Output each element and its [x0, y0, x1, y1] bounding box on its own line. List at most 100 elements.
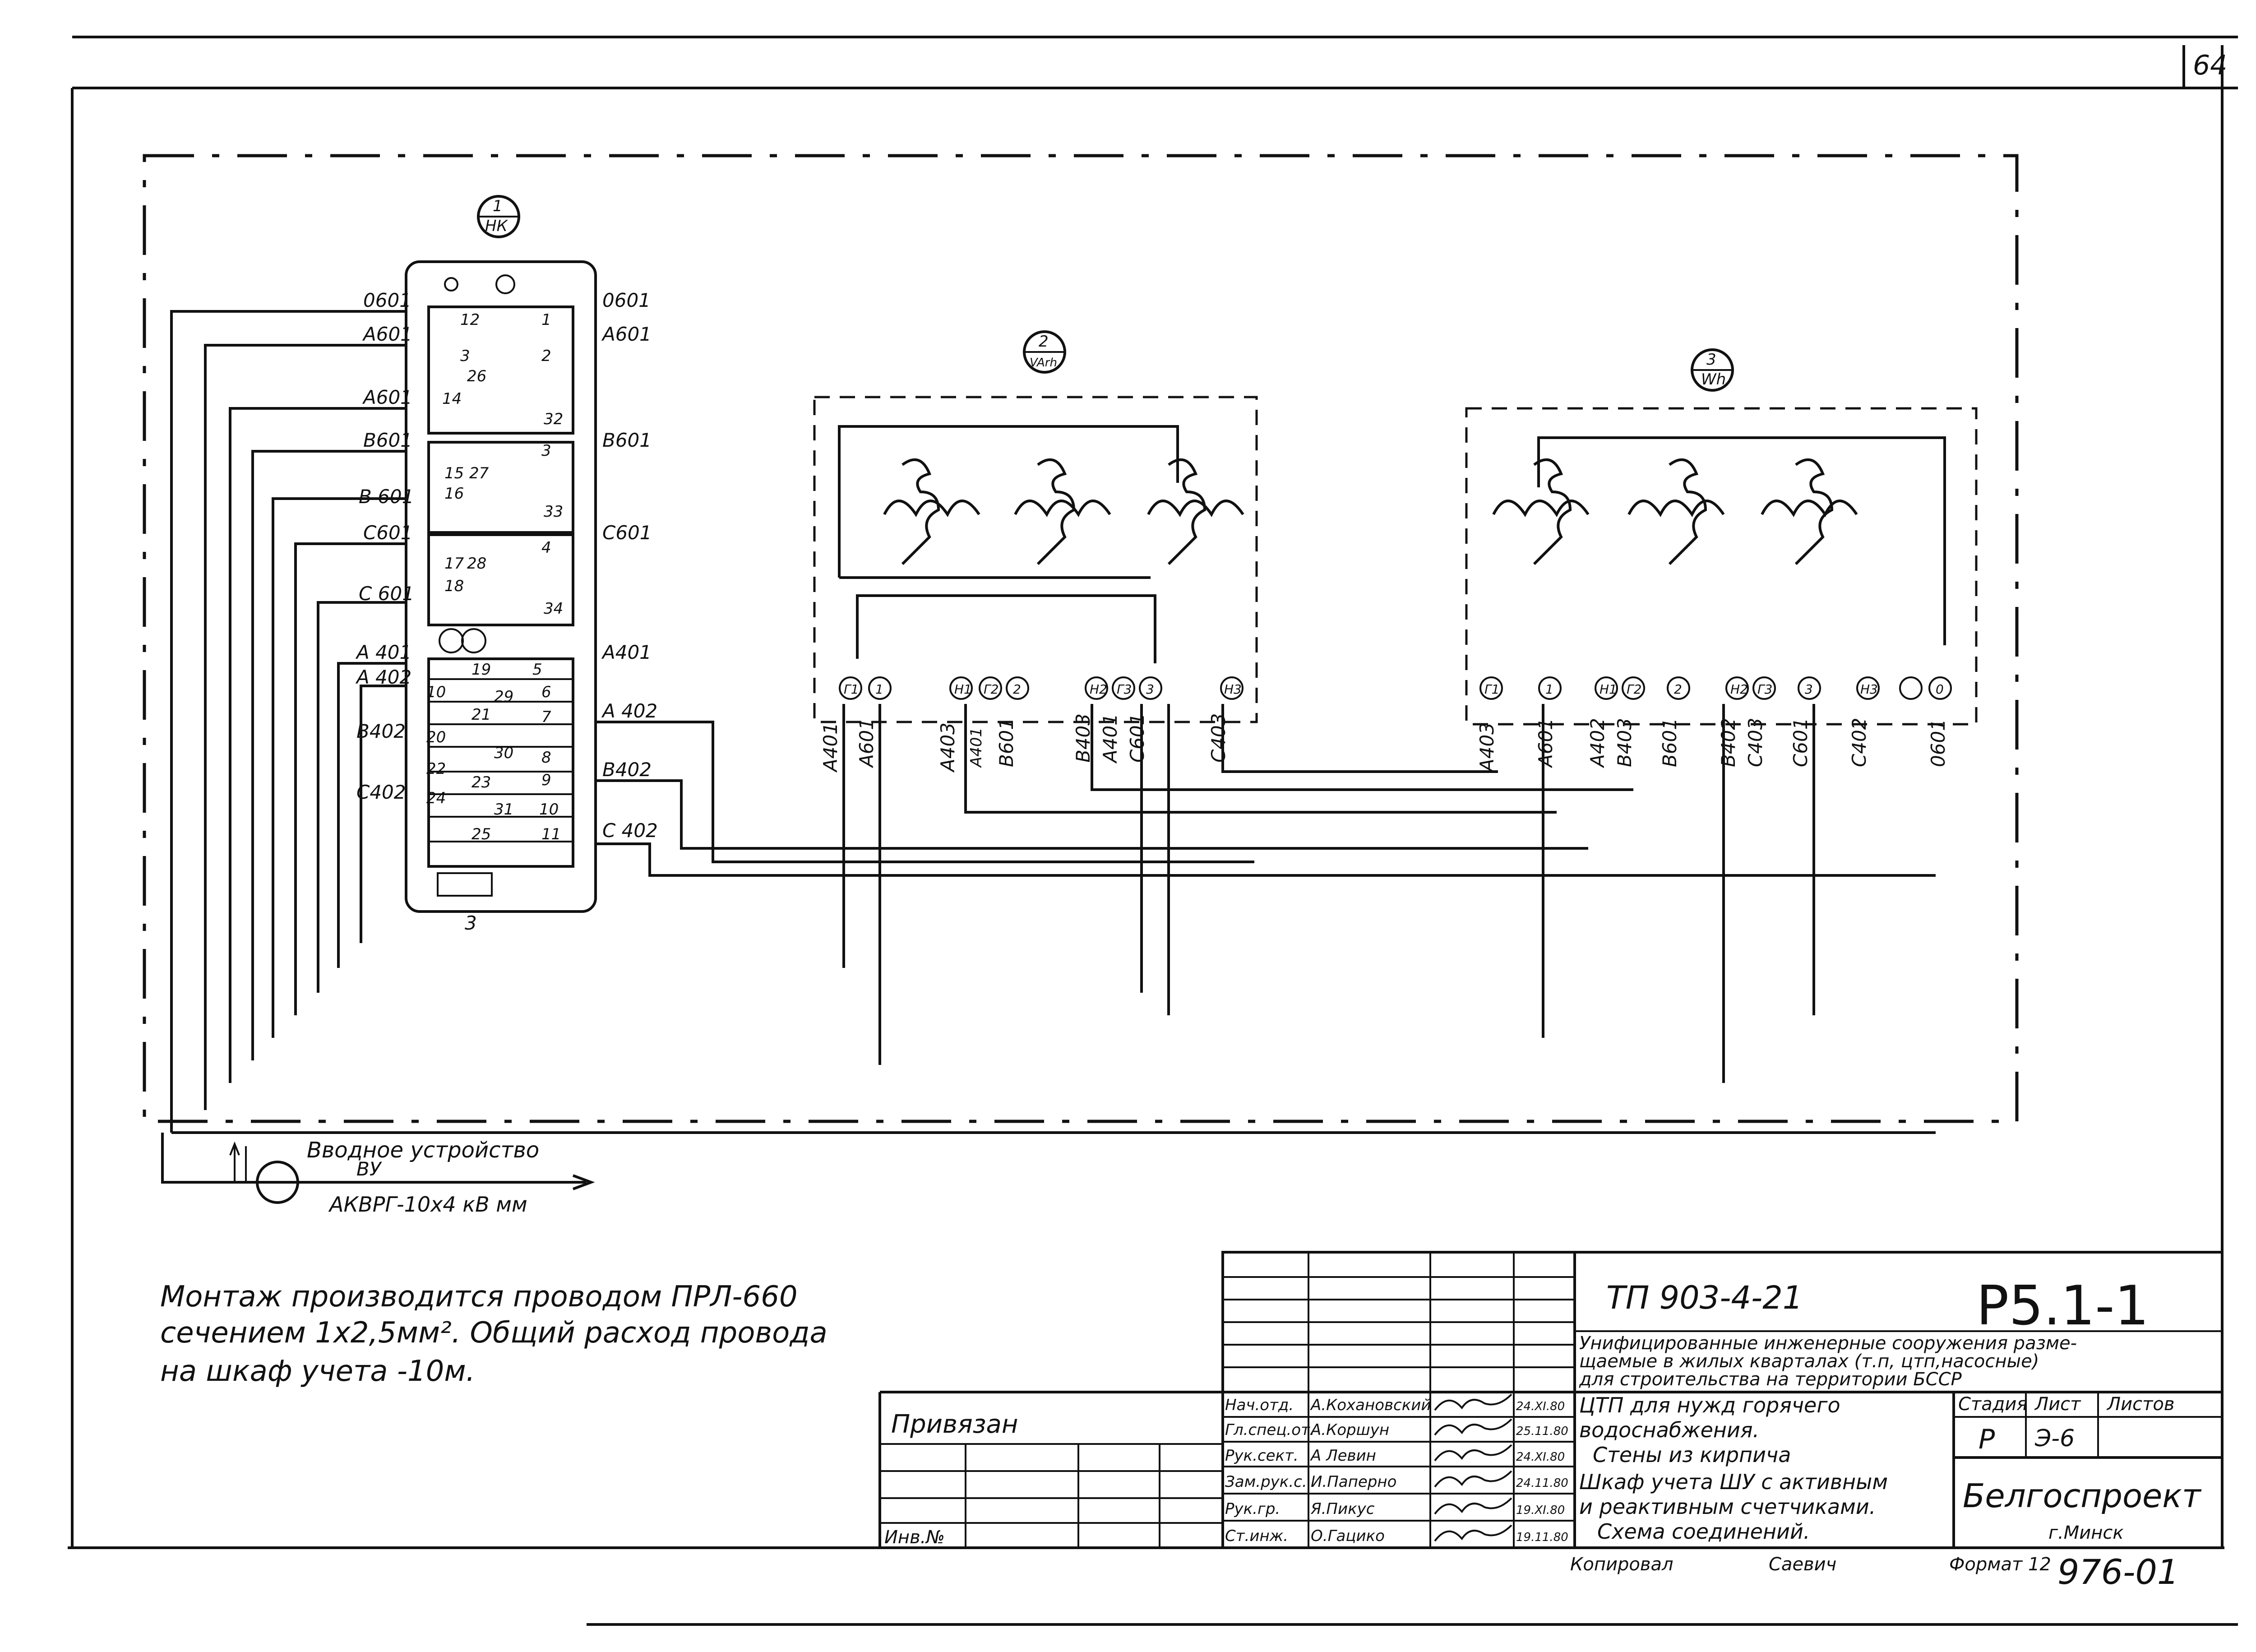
varh-wire-label: A401: [967, 727, 985, 768]
stage-header: Стадия: [1958, 1394, 2027, 1415]
sheet-value: Э-6: [2034, 1425, 2075, 1452]
wh-wire-label: C403: [1744, 718, 1766, 768]
tag-3-bottom: Wh: [1701, 370, 1726, 389]
terminal-number: 34: [544, 600, 563, 618]
right-wire-5: A401: [601, 641, 652, 663]
wh-wire-label: A402: [1586, 718, 1609, 768]
title-block-grid: [878, 1251, 2224, 1549]
left-wire-6: C601: [363, 522, 413, 544]
terminal-number: 14: [442, 390, 462, 408]
terminal-number: 25: [472, 825, 491, 843]
varh-terminal-label: Г2: [984, 682, 999, 697]
organization-city: г.Минск: [2048, 1522, 2124, 1543]
date-2: 25.11.80: [1516, 1425, 1568, 1438]
copied-by: Саевич: [1769, 1554, 1836, 1575]
role-3: Рук.сект.: [1225, 1447, 1299, 1465]
terminal-number: 10: [426, 683, 446, 701]
varh-wire-label: A401: [1099, 713, 1121, 764]
right-wire-7: B402: [602, 759, 652, 781]
sheet-title-1: Шкаф учета ШУ с активным: [1579, 1470, 1888, 1494]
sheet-code: Р5.1-1: [1976, 1275, 2149, 1337]
wh-terminal-label: Г2: [1627, 682, 1641, 697]
right-wire-4: C601: [602, 522, 652, 544]
varh-terminal-label: 2: [1013, 682, 1021, 697]
terminal-number: 19: [472, 661, 491, 679]
wh-terminal-label: 2: [1674, 682, 1682, 697]
terminal-number: 3: [460, 347, 470, 365]
varh-meter-enclosure: [813, 396, 1258, 723]
left-wire-7: C 601: [359, 583, 414, 605]
tag-1-top: 1: [493, 197, 503, 215]
terminal-number: 31: [494, 801, 513, 819]
copied-label: Копировал: [1570, 1554, 1674, 1575]
object-line-1: ЦТП для нужд горячего: [1579, 1393, 1840, 1417]
tag-circle-3: [1691, 348, 1734, 392]
right-wire-6: A 402: [601, 700, 657, 722]
varh-wire-label: C601: [1126, 713, 1148, 763]
date-4: 24.11.80: [1516, 1476, 1568, 1490]
name-6: О.Гацико: [1311, 1527, 1385, 1545]
mounting-note-line-3: на шкаф учета -10м.: [160, 1355, 475, 1388]
terminal-number: 26: [467, 367, 486, 385]
terminal-number: 12: [460, 311, 480, 329]
terminal-number: 8: [541, 749, 551, 767]
wh-meter-enclosure: [1465, 407, 1978, 726]
wh-meter-coils: [1492, 436, 1946, 645]
left-wire-8: A 401: [355, 641, 411, 663]
object-line-2: водоснабжения.: [1579, 1418, 1759, 1442]
right-wire-2: A601: [601, 323, 652, 345]
tag-2-top: 2: [1039, 333, 1049, 351]
terminal-number: 32: [544, 410, 563, 428]
terminal-number: 24: [426, 789, 446, 807]
wh-wire-label: B403: [1613, 718, 1636, 767]
date-1: 24.XI.80: [1516, 1400, 1565, 1413]
name-4: И.Паперно: [1311, 1473, 1396, 1491]
terminal-number: 5: [532, 661, 542, 679]
name-1: А.Кохановский: [1310, 1396, 1431, 1414]
tag-circle-1: [477, 195, 520, 238]
wh-wire-label: A403: [1476, 722, 1498, 773]
terminal-block-label: 3: [465, 912, 477, 934]
project-desc-3: для строительства на территории БССР: [1579, 1369, 1962, 1390]
terminal-number: 11: [541, 825, 561, 843]
sheets-header: Листов: [2106, 1394, 2174, 1415]
date-5: 19.XI.80: [1516, 1504, 1565, 1517]
varh-terminal-label: Г1: [844, 682, 859, 697]
wh-terminal-label: Н3: [1860, 682, 1878, 697]
left-wire-5: B 601: [359, 486, 414, 508]
date-6: 19.11.80: [1516, 1531, 1568, 1544]
name-5: Я.Пикус: [1310, 1500, 1375, 1518]
tag-3-top: 3: [1706, 351, 1716, 369]
wh-terminal-label: 3: [1805, 682, 1813, 697]
privyazan-label: Привязан: [891, 1410, 1018, 1439]
input-device-code: ВУ: [356, 1158, 382, 1180]
object-line-3: Стены из кирпича: [1593, 1443, 1791, 1467]
project-desc-2: щаемые в жилых кварталах (т.п, цтп,насос…: [1579, 1351, 2039, 1372]
role-1: Нач.отд.: [1225, 1396, 1294, 1414]
terminal-number: 18: [444, 577, 464, 595]
role-5: Рук.гр.: [1225, 1500, 1280, 1518]
left-wire-4: B601: [363, 429, 412, 451]
varh-meter-coils: [838, 425, 1244, 663]
right-wire-8: C 402: [602, 819, 658, 842]
wh-terminal-label: Г1: [1484, 682, 1499, 697]
terminal-number: 15: [444, 464, 464, 482]
wh-terminal-label: Н2: [1730, 682, 1748, 697]
terminal-number: 6: [541, 683, 551, 701]
terminal-number: 21: [472, 706, 491, 724]
name-3: А Левин: [1310, 1447, 1376, 1465]
sheet-frame: [68, 36, 2238, 1626]
varh-terminal-label: Н1: [954, 682, 972, 697]
sheet-number: 64: [2193, 50, 2227, 81]
left-wire-10: B402: [356, 720, 406, 742]
wh-wire-label: B601: [1659, 718, 1681, 767]
stage-value: Р: [1979, 1424, 1995, 1455]
role-2: Гл.спец.от.: [1225, 1421, 1315, 1439]
left-wire-9: A 402: [355, 666, 411, 688]
terminal-number: 20: [426, 728, 446, 746]
sheet-title-2: и реактивным счетчиками.: [1579, 1495, 1876, 1519]
varh-terminal-label: Г3: [1117, 682, 1132, 697]
varh-terminals: [839, 676, 1244, 700]
varh-wire-label: B601: [995, 718, 1017, 767]
